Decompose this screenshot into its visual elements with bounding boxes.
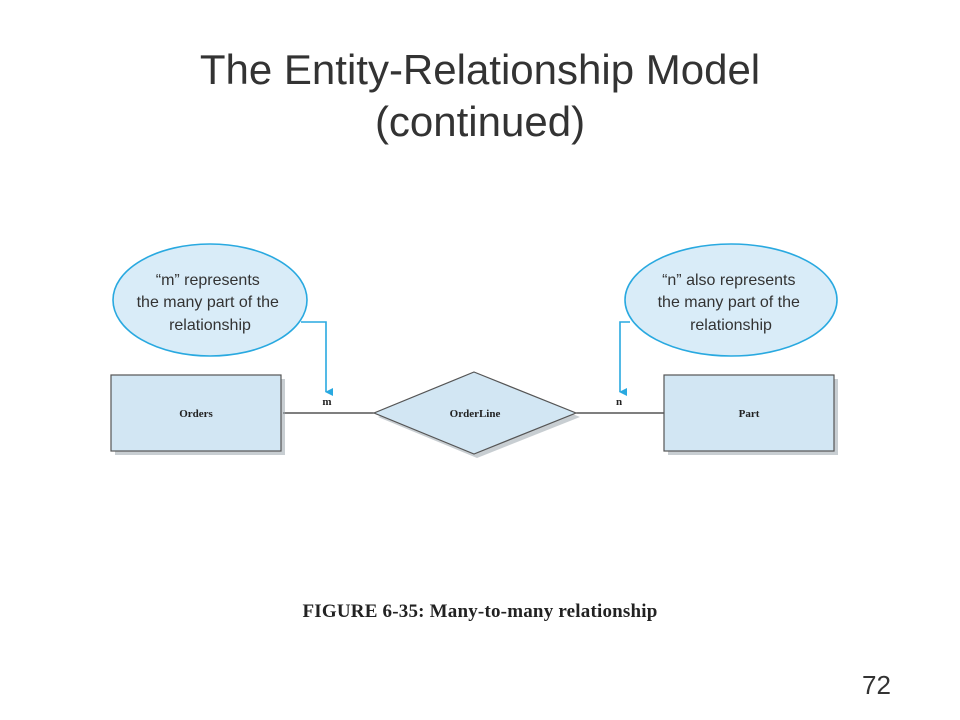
slide-title-line-1: The Entity-Relationship Model xyxy=(199,46,761,93)
page-number: 72 xyxy=(862,670,891,700)
cardinality-n: n xyxy=(616,396,622,408)
slide-title: The Entity-Relationship Model (continued… xyxy=(0,44,960,148)
callout-right: “n” also represents the many part of the… xyxy=(619,243,838,396)
relationship-orderline: OrderLine xyxy=(372,371,580,458)
relationship-orderline-label: OrderLine xyxy=(450,408,501,420)
entity-orders: Orders xyxy=(110,374,285,455)
callout-left-arrow xyxy=(301,321,333,396)
callout-left-text: “m” represents the many part of the rela… xyxy=(137,272,284,334)
callout-left-line-3: relationship xyxy=(169,317,251,334)
callout-right-line-3: relationship xyxy=(690,317,772,334)
figure-caption: FIGURE 6-35: Many-to-many relationship xyxy=(302,601,658,622)
callout-right-line-1: “n” also represents xyxy=(662,272,795,289)
slide-title-line-2: (continued) xyxy=(374,98,586,145)
callout-left-line-1: “m” represents xyxy=(156,272,260,289)
callout-left-line-2: the many part of the xyxy=(137,294,279,311)
cardinality-m: m xyxy=(322,396,331,408)
entity-orders-label: Orders xyxy=(179,408,213,420)
entity-part: Part xyxy=(663,374,838,455)
callout-left: “m” represents the many part of the rela… xyxy=(112,243,333,396)
callout-right-text: “n” also represents the many part of the… xyxy=(658,272,805,334)
callout-right-arrow xyxy=(619,321,630,396)
entity-part-label: Part xyxy=(739,408,760,420)
callout-right-line-2: the many part of the xyxy=(658,294,800,311)
